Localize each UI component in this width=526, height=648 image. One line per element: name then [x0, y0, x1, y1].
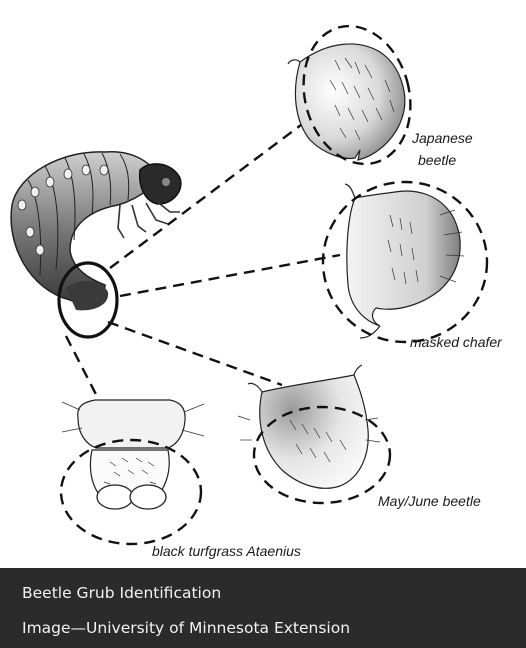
grub-identification-diagram: Japanese beetle masked chafer May/June b…	[0, 0, 526, 568]
caption-bar: Beetle Grub Identification Image—Univers…	[0, 568, 526, 648]
label-japanese-beetle-line1: Japanese	[411, 130, 473, 146]
label-masked-chafer: masked chafer	[410, 334, 503, 350]
connector-mayjune	[108, 322, 282, 385]
grub-illustration	[11, 152, 181, 311]
connector-masked	[120, 255, 340, 296]
label-mayjune-beetle: May/June beetle	[378, 493, 481, 509]
caption-title: Beetle Grub Identification	[22, 584, 221, 602]
ataenius-raster	[61, 400, 204, 544]
mayjune-beetle-raster	[238, 365, 390, 503]
connector-ataenius	[66, 336, 103, 408]
label-japanese-beetle-line2: beetle	[418, 152, 456, 168]
caption-credit: Image—University of Minnesota Extension	[22, 619, 350, 637]
masked-chafer-raster	[323, 182, 487, 342]
label-black-turfgrass-ataenius: black turfgrass Ataenius	[152, 543, 301, 559]
japanese-beetle-raster	[288, 14, 425, 176]
